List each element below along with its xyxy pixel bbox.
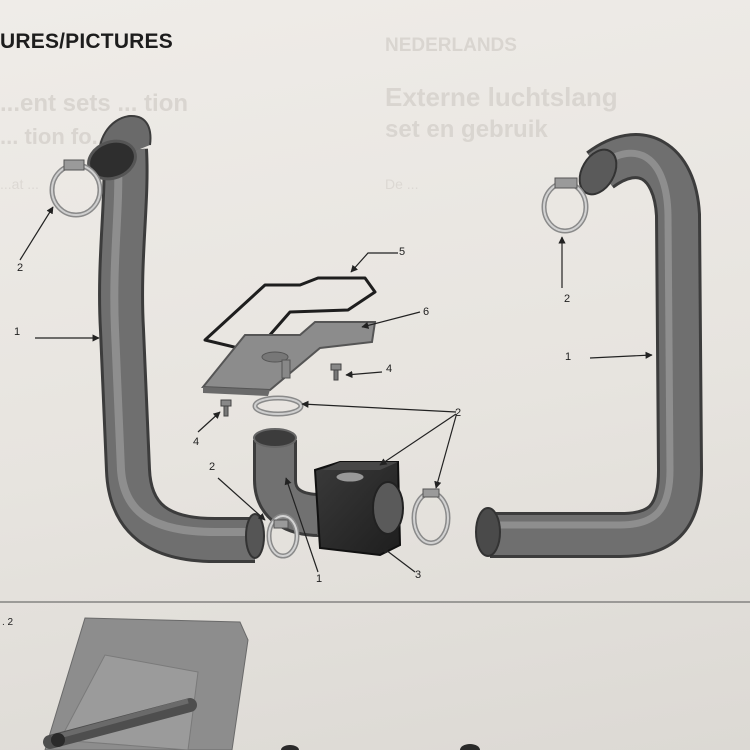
right-hose bbox=[475, 133, 704, 558]
callout-plate: 6 bbox=[423, 306, 429, 318]
callout-screw-left: 4 bbox=[193, 436, 199, 448]
callout-screw-right: 4 bbox=[386, 363, 392, 375]
callout-left-clamp: 2 bbox=[17, 262, 23, 274]
faded-language-heading: NEDERLANDS bbox=[385, 35, 517, 56]
elbow-clamp bbox=[266, 513, 300, 559]
leader-box bbox=[381, 546, 416, 573]
figure-2-illustration bbox=[43, 617, 480, 750]
leader-screw-right bbox=[345, 370, 383, 379]
figure-2-label: . 2 bbox=[2, 617, 14, 628]
callout-clamps-group: 2 bbox=[455, 407, 461, 419]
callout-left-hose: 1 bbox=[14, 326, 20, 338]
leader-screw-left bbox=[197, 411, 221, 433]
callout-gasket: 5 bbox=[399, 246, 405, 258]
screw-left bbox=[220, 399, 232, 417]
leader-box-clamp bbox=[379, 413, 457, 466]
center-top-clamp bbox=[252, 395, 304, 417]
leader-elbow bbox=[284, 477, 319, 573]
section-heading: URES/PICTURES bbox=[0, 30, 173, 53]
leader-right-lower-clamp bbox=[434, 415, 457, 489]
callout-adapter-box: 3 bbox=[415, 569, 421, 581]
left-hose bbox=[87, 114, 265, 563]
leader-plate bbox=[361, 311, 421, 329]
right-hose-clamp bbox=[541, 177, 589, 234]
leader-elbow-clamp bbox=[217, 477, 266, 521]
callout-right-hose: 1 bbox=[565, 351, 571, 363]
faded-left-line-2: ... tion fo... bbox=[0, 124, 110, 149]
leader-left-clamp bbox=[19, 206, 54, 261]
faded-title-line-2: set en gebruik bbox=[385, 116, 548, 143]
screw-right bbox=[330, 363, 342, 381]
faded-title-line-1: Externe luchtslang bbox=[385, 82, 618, 112]
gasket bbox=[203, 276, 377, 354]
callout-elbow: 1 bbox=[316, 573, 322, 585]
left-hose-clamp bbox=[49, 159, 103, 218]
right-lower-clamp bbox=[411, 488, 451, 546]
leader-lines bbox=[19, 206, 653, 573]
faded-right-subtext: De ... bbox=[385, 176, 419, 192]
leader-top-clamp bbox=[301, 400, 457, 413]
callout-right-clamp: 2 bbox=[564, 293, 570, 305]
mounting-plate bbox=[200, 321, 377, 396]
callout-elbow-clamp: 2 bbox=[209, 461, 215, 473]
leader-gasket bbox=[350, 252, 398, 273]
faded-left-subtext: ...at ... bbox=[0, 176, 39, 192]
adapter-box bbox=[313, 461, 404, 557]
leader-right-hose bbox=[589, 351, 653, 359]
faded-left-line-1: ...ent sets ... tion bbox=[0, 90, 189, 117]
